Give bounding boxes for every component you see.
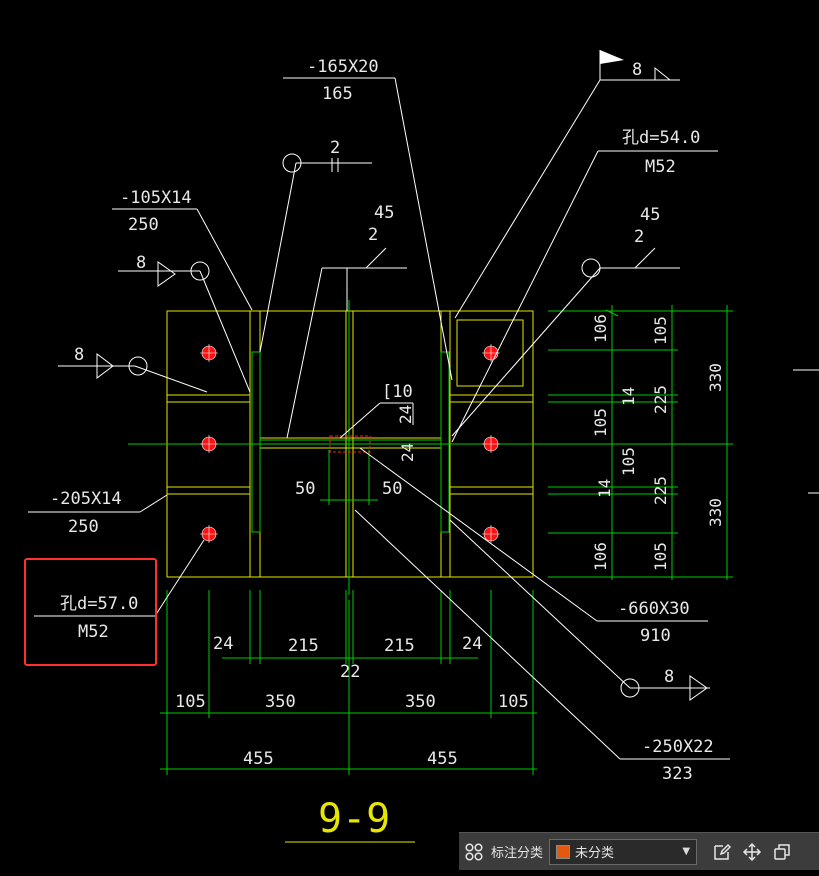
- label-weld-2-right: 2: [634, 227, 644, 247]
- label-plate-250-len: 323: [662, 764, 693, 784]
- label-plate-165-spec: -165X20: [307, 57, 379, 77]
- dim-24-right: 24: [462, 634, 482, 654]
- square-washer: [456, 319, 524, 387]
- label-weld-45-center: 45: [374, 203, 394, 223]
- highlight-box: [24, 558, 157, 666]
- dim-14-upper: 14: [619, 387, 638, 406]
- dim-105-left: 105: [175, 692, 206, 712]
- dim-105-r3: 105: [619, 447, 638, 476]
- dim-50-left: 50: [295, 479, 315, 499]
- move-icon[interactable]: [737, 837, 767, 867]
- label-channel: [10: [382, 382, 413, 402]
- label-plate-165-len: 165: [322, 84, 353, 104]
- label-plate-250-spec: -250X22: [642, 737, 714, 757]
- annotation-toolbar: 标注分类 未分类 ▼: [459, 832, 819, 870]
- label-hole-top-bolt: M52: [645, 157, 676, 177]
- label-weld-8-top: 8: [632, 60, 642, 80]
- label-plate-660-len: 910: [640, 626, 671, 646]
- channel-outline: [329, 435, 371, 453]
- dim-330-bottom: 330: [706, 498, 725, 527]
- label-weld-8-upper-left: 8: [136, 253, 146, 273]
- dim-225-upper: 225: [651, 385, 670, 414]
- dropdown-arrow-icon[interactable]: ▼: [682, 846, 691, 857]
- dim-350-left: 350: [265, 692, 296, 712]
- grid-icon[interactable]: [459, 837, 489, 867]
- label-weld-8-left: 8: [74, 345, 84, 365]
- category-select[interactable]: 未分类 ▼: [549, 838, 698, 865]
- dim-14-lower: 14: [595, 479, 614, 498]
- dim-24-left: 24: [213, 634, 233, 654]
- dim-350-right: 350: [405, 692, 436, 712]
- dim-330-top: 330: [706, 363, 725, 392]
- label-plate-205-spec: -205X14: [50, 489, 122, 509]
- dim-105-r4: 105: [651, 542, 670, 571]
- section-title: 9-9: [318, 796, 390, 842]
- category-color-swatch: [556, 844, 571, 859]
- dim-455-right: 455: [427, 749, 458, 769]
- dim-215-right: 215: [384, 636, 415, 656]
- edit-icon[interactable]: [707, 837, 737, 867]
- label-hole-left-spec: 孔d=57.0: [60, 594, 138, 614]
- dim-106-bottom: 106: [591, 542, 610, 571]
- dim-225-lower: 225: [651, 476, 670, 505]
- label-plate-660-spec: -660X30: [618, 599, 690, 619]
- label-hole-top-spec: 孔d=54.0: [622, 128, 700, 148]
- label-weld-2-top: 2: [330, 138, 340, 158]
- label-weld-8-bottom: 8: [664, 667, 674, 687]
- dim-105-r2: 105: [591, 408, 610, 437]
- copy-icon[interactable]: [767, 837, 797, 867]
- category-label: 标注分类: [491, 846, 544, 861]
- dim-215-left: 215: [288, 636, 319, 656]
- dim-105-right: 105: [498, 692, 529, 712]
- dim-105-r1: 105: [651, 316, 670, 345]
- label-plate-205-len: 250: [68, 517, 99, 537]
- dim-22: 22: [340, 662, 360, 682]
- label-weld-2-center: 2: [368, 225, 378, 245]
- label-hole-left-bolt: M52: [78, 622, 109, 642]
- dim-106-top: 106: [591, 314, 610, 343]
- category-selected-value: 未分类: [575, 846, 615, 861]
- dim-455-left: 455: [243, 749, 274, 769]
- dim-50-right: 50: [382, 479, 402, 499]
- label-plate-105-len: 250: [128, 215, 159, 235]
- dim-24-channel-lower: 24: [398, 443, 417, 462]
- label-plate-105-spec: -105X14: [120, 188, 192, 208]
- weld-flag-icon: [600, 50, 624, 64]
- label-weld-45-right: 45: [640, 205, 660, 225]
- dim-24-channel: 24: [396, 405, 415, 424]
